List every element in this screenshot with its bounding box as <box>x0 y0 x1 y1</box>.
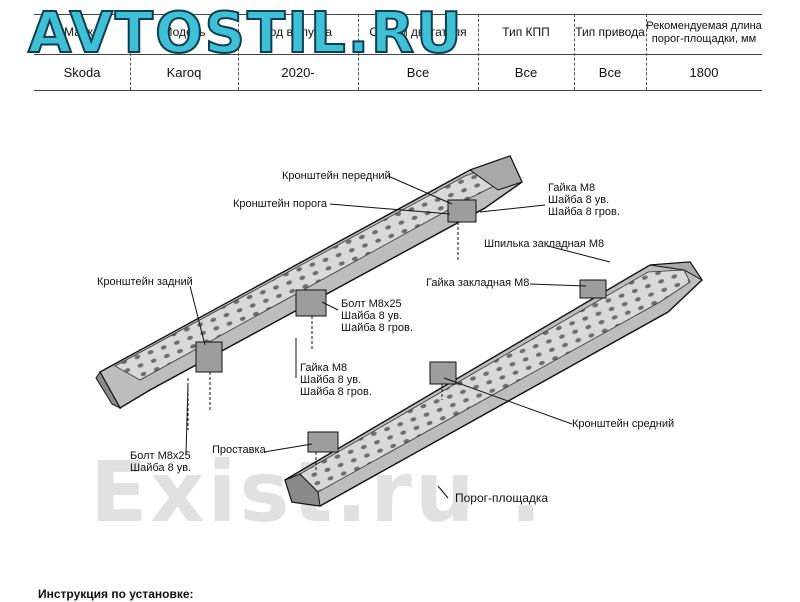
table-col-divider <box>646 14 647 90</box>
front-bracket-part <box>447 199 477 223</box>
label-embedded-nut: Гайка закладная М8 <box>426 277 530 289</box>
value-gearbox: Все <box>514 65 538 80</box>
table-border-bottom <box>34 90 762 91</box>
header-brand: Марка <box>64 25 100 39</box>
label-bolt-mid-1: Болт М8х25 <box>341 298 402 310</box>
label-sill-bracket: Кронштейн порога <box>233 198 328 210</box>
label-nut-top-1: Гайка М8 <box>548 182 596 194</box>
label-bolt-mid-2: Шайба 8 ув. <box>341 310 403 322</box>
middle-bracket-part <box>429 361 457 385</box>
bracket-group <box>195 199 607 453</box>
label-nut-mid-3: Шайба 8 гров. <box>300 386 372 398</box>
value-drive: Все <box>598 65 622 80</box>
table-col-divider <box>478 14 479 90</box>
label-step-board: Порог-площадка <box>455 491 549 505</box>
label-bolt-low-2: Шайба 8 ув. <box>130 462 192 474</box>
label-nut-top-3: Шайба 8 гров. <box>548 206 620 218</box>
site-logo: AVTOSTIL.RU <box>27 1 464 66</box>
table-col-divider <box>130 14 131 90</box>
value-engine: Все <box>406 65 430 80</box>
front-step-board <box>284 261 703 507</box>
installation-heading: Инструкция по установке: <box>38 587 194 601</box>
table-row-divider <box>34 54 762 55</box>
value-brand: Skoda <box>63 65 101 80</box>
header-drive: Тип привода <box>575 25 645 39</box>
table-col-divider <box>358 14 359 90</box>
label-nut-top-2: Шайба 8 ув. <box>548 194 610 206</box>
header-gearbox: Тип КПП <box>502 25 550 39</box>
spec-table: Марка Модель Год выпуска Объём двигателя… <box>34 14 762 91</box>
spacer-part <box>307 431 339 453</box>
mid-bracket-upper-part <box>295 289 327 317</box>
value-year: 2020- <box>281 65 315 80</box>
header-model: Модель <box>162 25 206 39</box>
fastener-lines <box>187 222 459 470</box>
table-col-divider <box>238 14 239 90</box>
table-border-top <box>34 14 762 15</box>
value-model: Karoq <box>166 65 202 80</box>
rear-bracket-part <box>195 341 223 373</box>
leader-lines <box>185 175 611 499</box>
header-length: Рекомендуемая длина порог-площадки, мм <box>646 20 762 45</box>
header-engine: Объём двигателя <box>369 25 467 39</box>
header-year: Год выпуска <box>264 25 332 39</box>
label-middle-bracket: Кронштейн средний <box>572 418 675 430</box>
embedded-nut-part <box>579 279 607 299</box>
label-front-bracket: Кронштейн передний <box>282 170 391 182</box>
label-spacer: Проставка <box>212 444 266 456</box>
label-nut-mid-2: Шайба 8 ув. <box>300 374 362 386</box>
label-nut-mid-1: Гайка М8 <box>300 362 348 374</box>
label-bolt-mid-3: Шайба 8 гров. <box>341 322 413 334</box>
table-col-divider <box>574 14 575 90</box>
value-length: 1800 <box>689 65 719 80</box>
label-rear-bracket: Кронштейн задний <box>97 276 193 288</box>
label-stud: Шпилька закладная М8 <box>484 238 605 250</box>
label-bolt-low-1: Болт М8х25 <box>130 450 191 462</box>
